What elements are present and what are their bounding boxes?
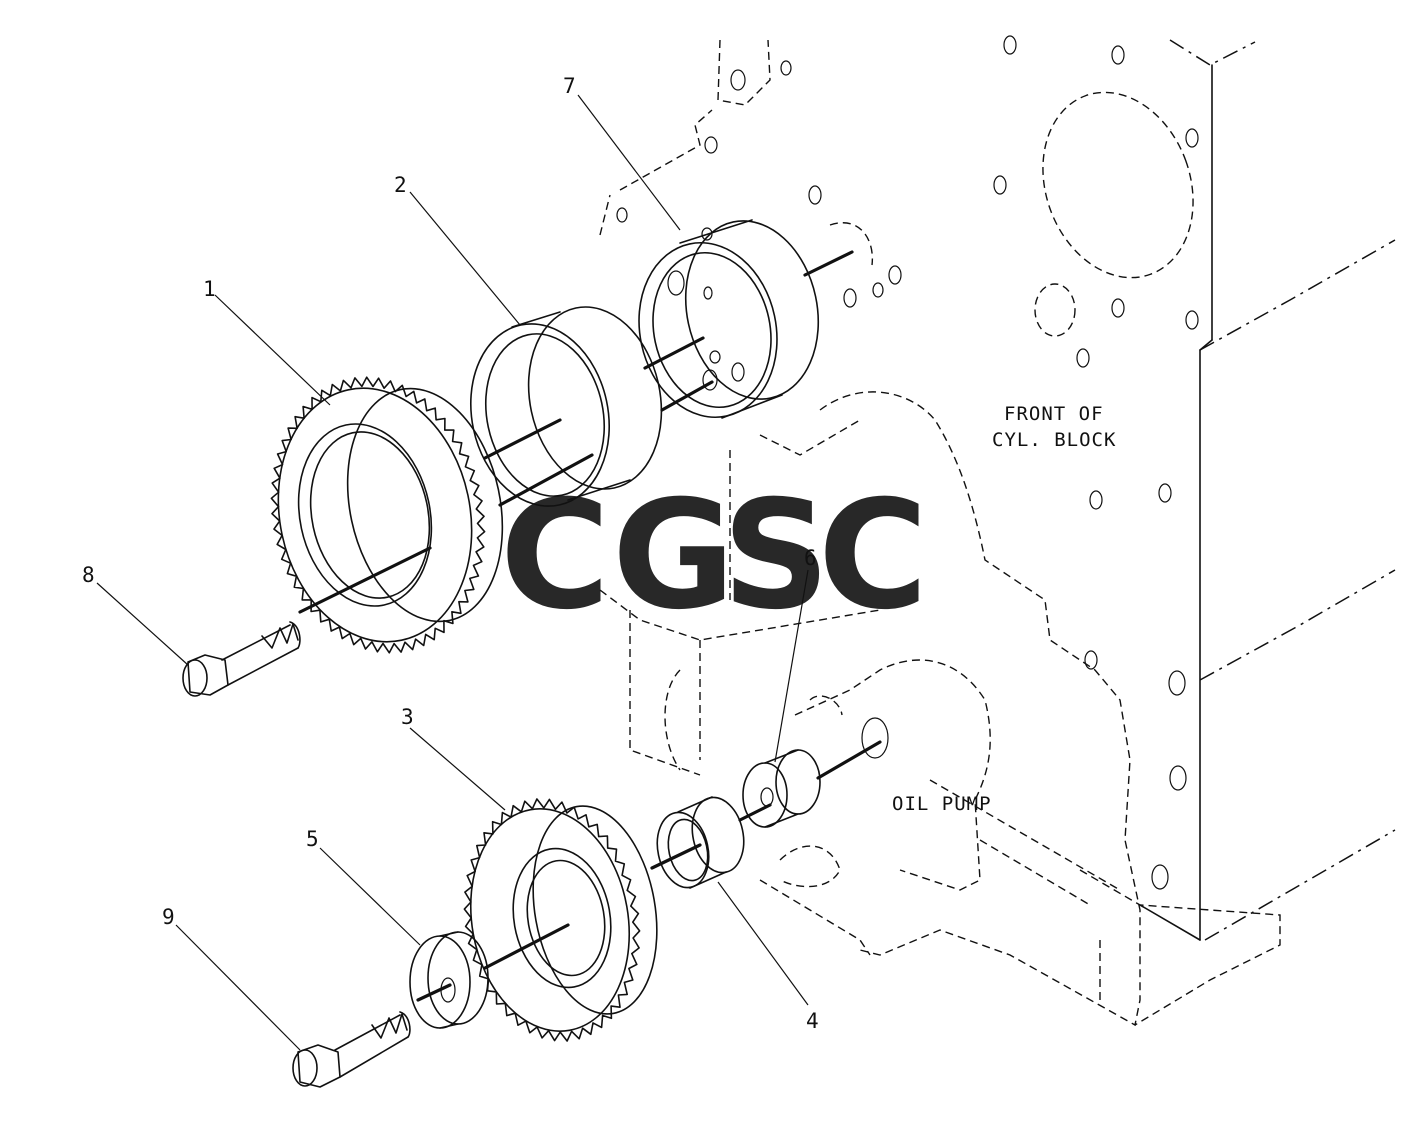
callout-5: 5 xyxy=(306,827,319,851)
callouts: 1 2 3 4 5 6 7 8 9 xyxy=(82,74,819,1033)
part-9-bolt xyxy=(292,1011,411,1088)
callout-6: 6 xyxy=(804,546,817,570)
callout-3: 3 xyxy=(401,705,414,729)
part-6-spacer xyxy=(742,749,821,828)
center-lines xyxy=(298,250,882,1002)
callout-2: 2 xyxy=(394,173,407,197)
gear1-teeth-rim xyxy=(270,376,486,654)
callout-8: 8 xyxy=(82,563,95,587)
text-labels: FRONT OF CYL. BLOCK OIL PUMP xyxy=(892,403,1116,815)
part-8-bolt xyxy=(182,621,301,697)
watermark-letter-s: S xyxy=(722,469,830,643)
watermark-letter-c2: C xyxy=(818,469,928,643)
callout-7: 7 xyxy=(563,74,576,98)
part-7-housing xyxy=(638,219,820,419)
leader-lines xyxy=(96,94,809,1051)
watermark-letter-g: G xyxy=(612,469,735,643)
cylinder-block xyxy=(599,35,1396,1027)
part-4-bushing xyxy=(656,796,745,889)
leader-9 xyxy=(175,924,301,1051)
leader-1 xyxy=(214,294,331,406)
oil-pump-housing xyxy=(794,659,1121,906)
leader-7 xyxy=(577,94,681,231)
callout-4: 4 xyxy=(806,1009,819,1033)
callout-1: 1 xyxy=(203,277,216,301)
part-3-idler-gear xyxy=(463,798,658,1042)
leader-4 xyxy=(717,881,809,1006)
callout-9: 9 xyxy=(162,905,175,929)
leader-3 xyxy=(409,727,506,811)
gear3-teeth-rim xyxy=(463,798,641,1042)
part-1-large-gear xyxy=(270,376,504,654)
front-of-block-label-line2: CYL. BLOCK xyxy=(992,429,1116,451)
cgsc-watermark: C G S C xyxy=(500,469,928,643)
leader-8 xyxy=(96,582,189,666)
leader-5 xyxy=(319,847,421,946)
leader-2 xyxy=(409,191,521,326)
front-of-block-label-line1: FRONT OF xyxy=(1004,403,1104,425)
oil-pump-label: OIL PUMP xyxy=(892,793,992,815)
watermark-letter-c1: C xyxy=(500,469,610,643)
leader-6 xyxy=(774,569,809,763)
